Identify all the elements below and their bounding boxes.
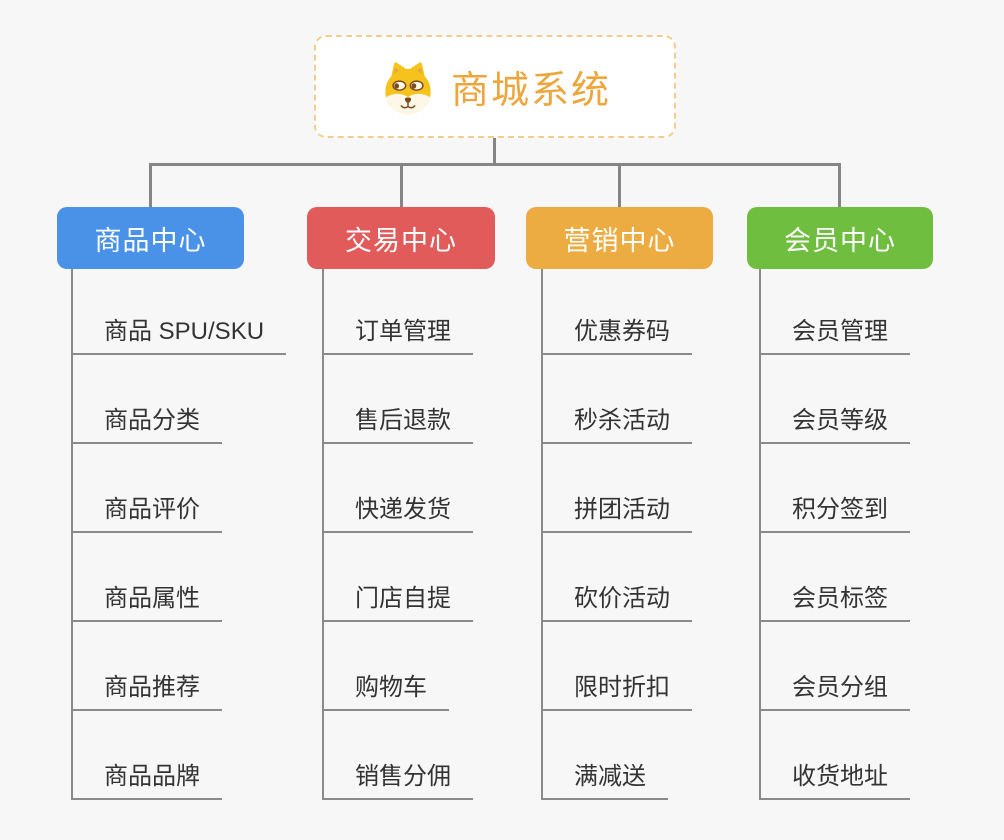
subtopic[interactable]: 会员分组	[759, 622, 910, 711]
subtopic[interactable]: 拼团活动	[541, 444, 692, 533]
subtopic[interactable]: 商品 SPU/SKU	[71, 266, 287, 355]
subtopic[interactable]: 订单管理	[322, 266, 473, 355]
connector-drop-member	[838, 165, 841, 207]
subtopic[interactable]: 购物车	[322, 622, 449, 711]
subtopic-column-member: 会员管理 会员等级 积分签到 会员标签 会员分组 收货地址	[759, 266, 910, 800]
branch-topic-marketing-center[interactable]: 营销中心	[526, 207, 713, 269]
branch-topic-product-center[interactable]: 商品中心	[57, 207, 244, 269]
connector-trunk-marketing	[541, 269, 543, 800]
connector-trunk-trade	[322, 269, 324, 800]
subtopic-column-product: 商品 SPU/SKU 商品分类 商品评价 商品属性 商品推荐 商品品牌	[71, 266, 287, 800]
connector-root-stub	[493, 138, 496, 163]
branch-label: 会员中心	[784, 225, 896, 256]
subtopic[interactable]: 商品分类	[71, 355, 222, 444]
subtopic[interactable]: 销售分佣	[322, 711, 473, 800]
root-topic-title: 商城系统	[450, 70, 611, 112]
connector-trunk-member	[759, 269, 761, 800]
subtopic[interactable]: 商品评价	[71, 444, 222, 533]
root-topic[interactable]: 商城系统	[314, 35, 676, 138]
subtopic[interactable]: 积分签到	[759, 444, 910, 533]
connector-drop-trade	[400, 165, 403, 207]
connector-horizontal-rail	[149, 163, 841, 166]
subtopic[interactable]: 优惠券码	[541, 266, 692, 355]
branch-topic-trade-center[interactable]: 交易中心	[307, 207, 495, 269]
subtopic[interactable]: 会员等级	[759, 355, 910, 444]
subtopic[interactable]: 商品属性	[71, 533, 222, 622]
branch-label: 交易中心	[345, 225, 457, 256]
branch-topic-member-center[interactable]: 会员中心	[747, 207, 933, 269]
subtopic[interactable]: 秒杀活动	[541, 355, 692, 444]
branch-label: 商品中心	[94, 225, 207, 256]
branch-label: 营销中心	[563, 225, 676, 256]
connector-drop-marketing	[618, 165, 621, 207]
subtopic[interactable]: 砍价活动	[541, 533, 692, 622]
connector-trunk-product	[71, 269, 73, 800]
subtopic[interactable]: 收货地址	[759, 711, 910, 800]
dog-face-icon	[385, 61, 431, 114]
connector-drop-product	[149, 165, 152, 207]
subtopic[interactable]: 限时折扣	[541, 622, 692, 711]
subtopic[interactable]: 商品品牌	[71, 711, 222, 800]
subtopic[interactable]: 门店自提	[322, 533, 473, 622]
subtopic[interactable]: 快递发货	[322, 444, 473, 533]
subtopic[interactable]: 商品推荐	[71, 622, 222, 711]
subtopic-column-trade: 订单管理 售后退款 快递发货 门店自提 购物车 销售分佣	[322, 266, 473, 800]
subtopic[interactable]: 满减送	[541, 711, 668, 800]
subtopic-column-marketing: 优惠券码 秒杀活动 拼团活动 砍价活动 限时折扣 满减送	[541, 266, 692, 800]
subtopic[interactable]: 会员标签	[759, 533, 910, 622]
subtopic[interactable]: 售后退款	[322, 355, 473, 444]
subtopic[interactable]: 会员管理	[759, 266, 910, 355]
